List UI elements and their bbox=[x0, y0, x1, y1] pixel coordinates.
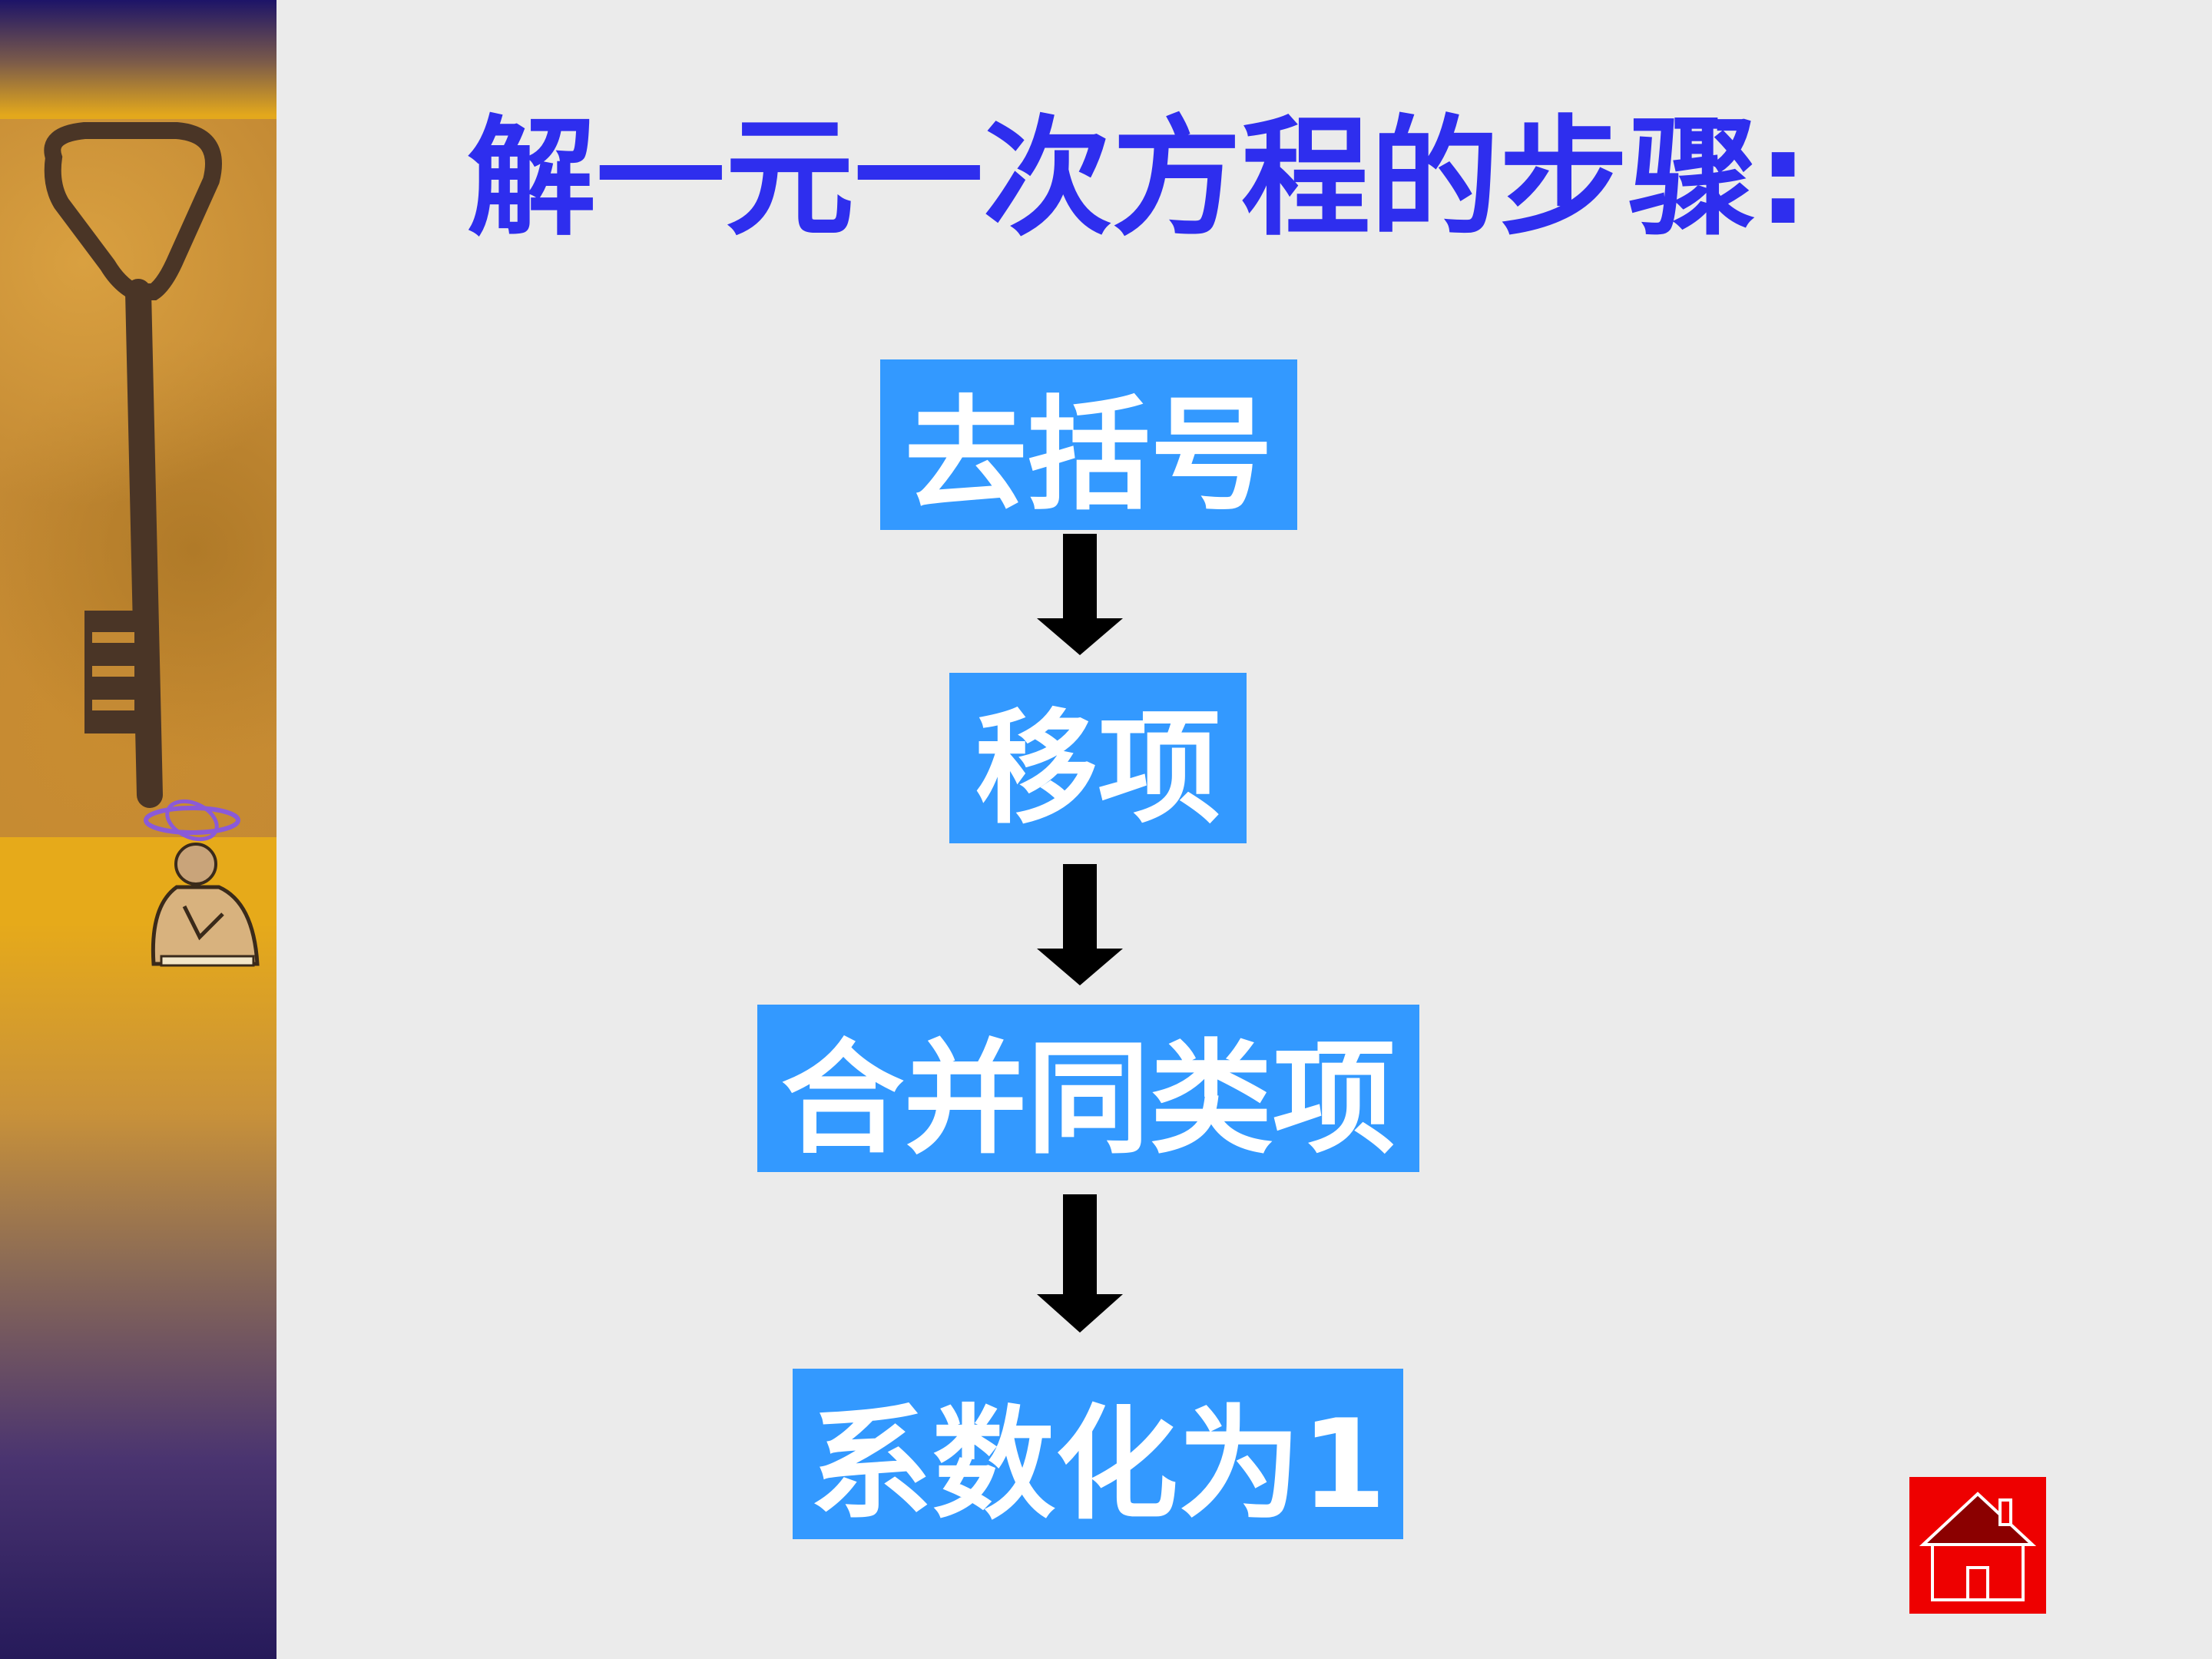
arrow-down-icon bbox=[1037, 864, 1123, 985]
slide-title: 解一元一次方程的步骤: bbox=[467, 103, 1810, 253]
flow-step-transpose: 移项 bbox=[949, 673, 1247, 843]
flow-step-combine-like-terms: 合并同类项 bbox=[757, 1005, 1419, 1172]
sidebar-decoration bbox=[0, 0, 276, 1659]
flow-step-remove-parentheses: 去括号 bbox=[880, 359, 1297, 530]
arrow-down-icon bbox=[1037, 534, 1123, 655]
flow-step-coefficient-to-one: 系数化为1 bbox=[793, 1369, 1403, 1539]
key-icon bbox=[44, 122, 222, 808]
house-icon bbox=[1919, 1492, 2037, 1601]
home-button[interactable] bbox=[1909, 1477, 2046, 1614]
arrow-down-icon bbox=[1037, 1194, 1123, 1333]
thinker-figure-icon bbox=[131, 799, 269, 979]
key-photo bbox=[0, 119, 276, 837]
